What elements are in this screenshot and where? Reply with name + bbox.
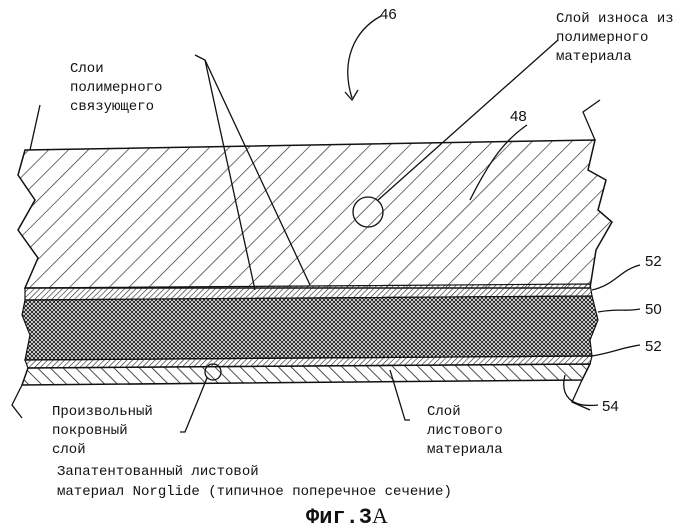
label-line: полимерного (70, 79, 162, 98)
label-line: связующего (70, 98, 162, 117)
label-line: Произвольный (52, 403, 153, 422)
label-line: Слои (70, 60, 162, 79)
ref-50: 50 (645, 301, 662, 318)
ref-52-top: 52 (645, 253, 662, 270)
caption-line: материал Norglide (типичное поперечное с… (57, 482, 452, 502)
caption-line: Запатентованный листовой (57, 462, 452, 482)
label-line: полимерного (556, 29, 674, 48)
label-sheet-layer: Слойлистовогоматериала (427, 403, 503, 460)
label-line: Слой износа из (556, 10, 674, 29)
figure-suffix: A (372, 503, 388, 528)
caption: Запатентованный листовойматериал Norglid… (57, 462, 452, 502)
figure-number: Фиг.3 (306, 505, 372, 530)
label-adhesive-layers: Слоиполимерногосвязующего (70, 60, 162, 117)
ref-52-bottom: 52 (645, 338, 662, 355)
fabric-layer (22, 296, 598, 360)
sheet-substrate-layer (22, 364, 590, 385)
wear-layer (18, 140, 612, 288)
label-line: Слой (427, 403, 503, 422)
ref-54: 54 (602, 398, 619, 415)
figure-title: Фиг.3A (306, 504, 388, 530)
label-line: материала (427, 441, 503, 460)
label-line: материала (556, 48, 674, 67)
label-wear-layer: Слой износа изполимерногоматериала (556, 10, 674, 67)
label-cover-layer: Произвольныйпокровныйслой (52, 403, 153, 460)
label-line: слой (52, 441, 153, 460)
label-line: листового (427, 422, 503, 441)
ref-46: 46 (380, 6, 397, 23)
ref-48: 48 (510, 108, 527, 125)
label-line: покровный (52, 422, 153, 441)
